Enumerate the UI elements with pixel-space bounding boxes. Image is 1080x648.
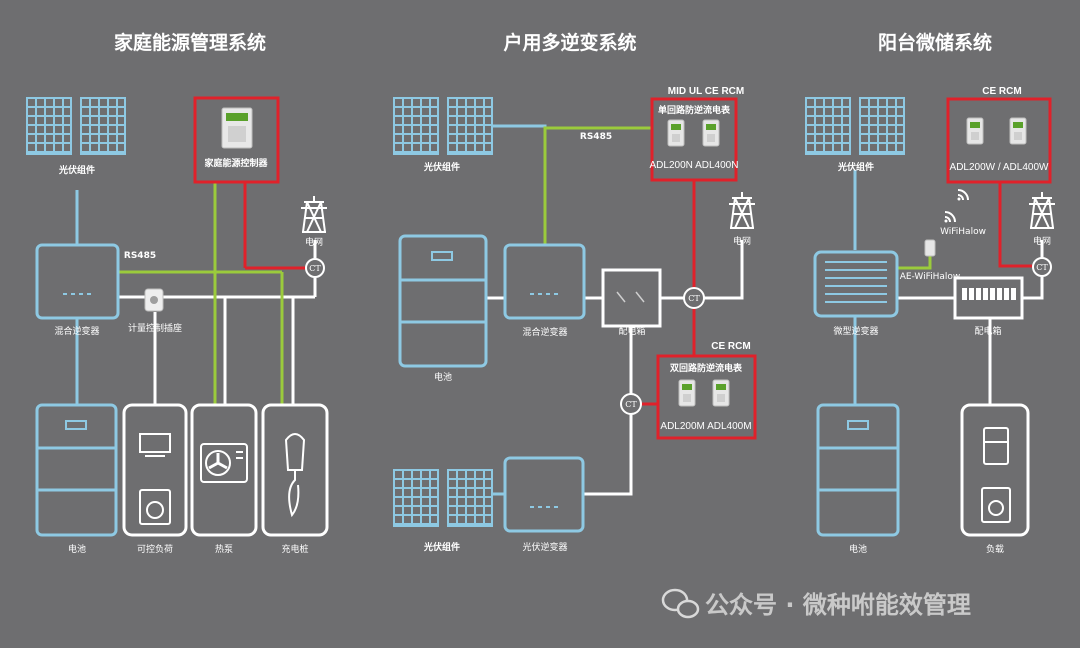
transmission-tower-icon (300, 195, 328, 233)
meter-device-icon (966, 117, 1027, 145)
controller-box (193, 96, 280, 184)
label-pv-top: 光伏组件 (423, 161, 460, 173)
wifi-icon (957, 189, 969, 201)
solar-panel-icon (26, 97, 126, 155)
label-load-3: 负载 (986, 543, 1004, 555)
label-micro: 微型逆变器 (833, 325, 878, 337)
label-charger: 充电桩 (281, 543, 308, 555)
meter-device-icon (221, 107, 253, 149)
label-box-3: 配电箱 (974, 325, 1001, 337)
label-controller: 家庭能源控制器 (204, 157, 268, 169)
charger-box (261, 403, 329, 537)
label-inverter: 混合逆变器 (54, 325, 99, 337)
label-meter-single: 单回路防逆流电表 (658, 104, 731, 116)
watermark: 公众号 · 微种咐能效管理 (661, 588, 971, 619)
ct-sensor-icon: CT (683, 287, 705, 309)
washer-icon (139, 489, 171, 525)
battery-box-3 (816, 403, 900, 537)
battery-box-2 (398, 234, 488, 368)
label-load: 可控负荷 (137, 543, 173, 555)
battery-box (35, 403, 118, 537)
meter-device-icon (924, 239, 936, 257)
label-battery: 电池 (68, 543, 86, 555)
load-box-3 (960, 403, 1030, 537)
ct-sensor-icon: CT (1032, 257, 1052, 277)
label-ct: CT (309, 264, 321, 273)
section-multi-inverter: 光伏组件 RS485 MID UL CE RCM 单回路防逆流电表 ADL200… (393, 86, 757, 553)
hybrid-inverter (35, 243, 120, 320)
solar-panel-icon (393, 97, 493, 155)
ct-sensor-icon: CT (620, 393, 642, 415)
wechat-icon (661, 588, 700, 619)
model-dual: ADL200M ADL400M (660, 421, 751, 432)
wifi-icon (944, 211, 956, 223)
certs-3: CE RCM (982, 86, 1021, 97)
hybrid-inverter-2 (503, 243, 586, 320)
distribution-box (601, 268, 662, 328)
label-ct1: CT (688, 294, 700, 303)
label-ae-wifi: AE-WiFiHalow (900, 272, 961, 282)
label-battery-3: 电池 (849, 543, 867, 555)
section-home-ems: 光伏组件 家庭能源控制器 电网 CT RS485 混合逆变器 计量控制插座 (26, 96, 329, 555)
label-ct2: CT (625, 400, 637, 409)
meter-device-icon (678, 379, 730, 407)
label-box-2: 配电箱 (618, 325, 645, 337)
load-box (122, 403, 188, 537)
label-grid-3: 电网 (1033, 235, 1051, 247)
label-pv-inverter: 光伏逆变器 (522, 541, 567, 553)
label-meter-dual: 双回路防逆流电表 (670, 362, 743, 374)
title-multi-inverter: 户用多逆变系统 (503, 31, 636, 54)
micro-inverter (813, 250, 899, 318)
label-grid-2: 电网 (733, 235, 751, 247)
section-balcony: 光伏组件 CE RCM ADL200W / ADL400W WiFiHalow … (805, 86, 1056, 555)
title-balcony: 阳台微储系统 (878, 31, 992, 54)
label-pv-3: 光伏组件 (837, 161, 874, 173)
tv-icon (139, 433, 171, 457)
ct-sensor-icon: CT (305, 258, 325, 278)
label-wifi: WiFiHalow (940, 227, 986, 237)
model-single: ADL200N ADL400N (650, 160, 739, 171)
watermark-text: 公众号 · 微种咐能效管理 (705, 591, 971, 619)
label-socket: 计量控制插座 (128, 322, 182, 334)
meter-dual-box (656, 354, 757, 440)
model-3: ADL200W / ADL400W (950, 162, 1049, 173)
label-rs485-2: RS485 (580, 132, 612, 142)
title-home-ems: 家庭能源管理系统 (114, 31, 266, 54)
meter-device-icon (667, 119, 720, 147)
distribution-box-3 (953, 276, 1024, 320)
label-heatpump: 热泵 (215, 543, 233, 555)
label-pv: 光伏组件 (58, 164, 95, 176)
heatpump-box (190, 403, 258, 537)
certs-top: MID UL CE RCM (668, 86, 744, 97)
solar-panel-icon (805, 97, 905, 155)
label-grid: 电网 (305, 236, 323, 248)
label-rs485: RS485 (124, 251, 156, 261)
socket-icon (144, 288, 164, 312)
label-battery-2: 电池 (434, 371, 452, 383)
meter-single-box (650, 97, 738, 182)
label-ct-3: CT (1036, 263, 1048, 272)
label-pv-bottom: 光伏组件 (423, 541, 460, 553)
label-inverter-2: 混合逆变器 (522, 326, 567, 338)
pv-inverter (503, 456, 585, 533)
solar-panel-icon (393, 469, 493, 527)
fridge-icon (983, 427, 1009, 465)
fan-icon (200, 443, 248, 483)
certs-bottom: CE RCM (711, 341, 750, 352)
meter-wifi-box (946, 97, 1052, 184)
washer-icon (981, 487, 1011, 523)
ev-charger-icon (284, 433, 306, 518)
transmission-tower-icon (1028, 191, 1056, 229)
transmission-tower-icon (728, 191, 756, 229)
